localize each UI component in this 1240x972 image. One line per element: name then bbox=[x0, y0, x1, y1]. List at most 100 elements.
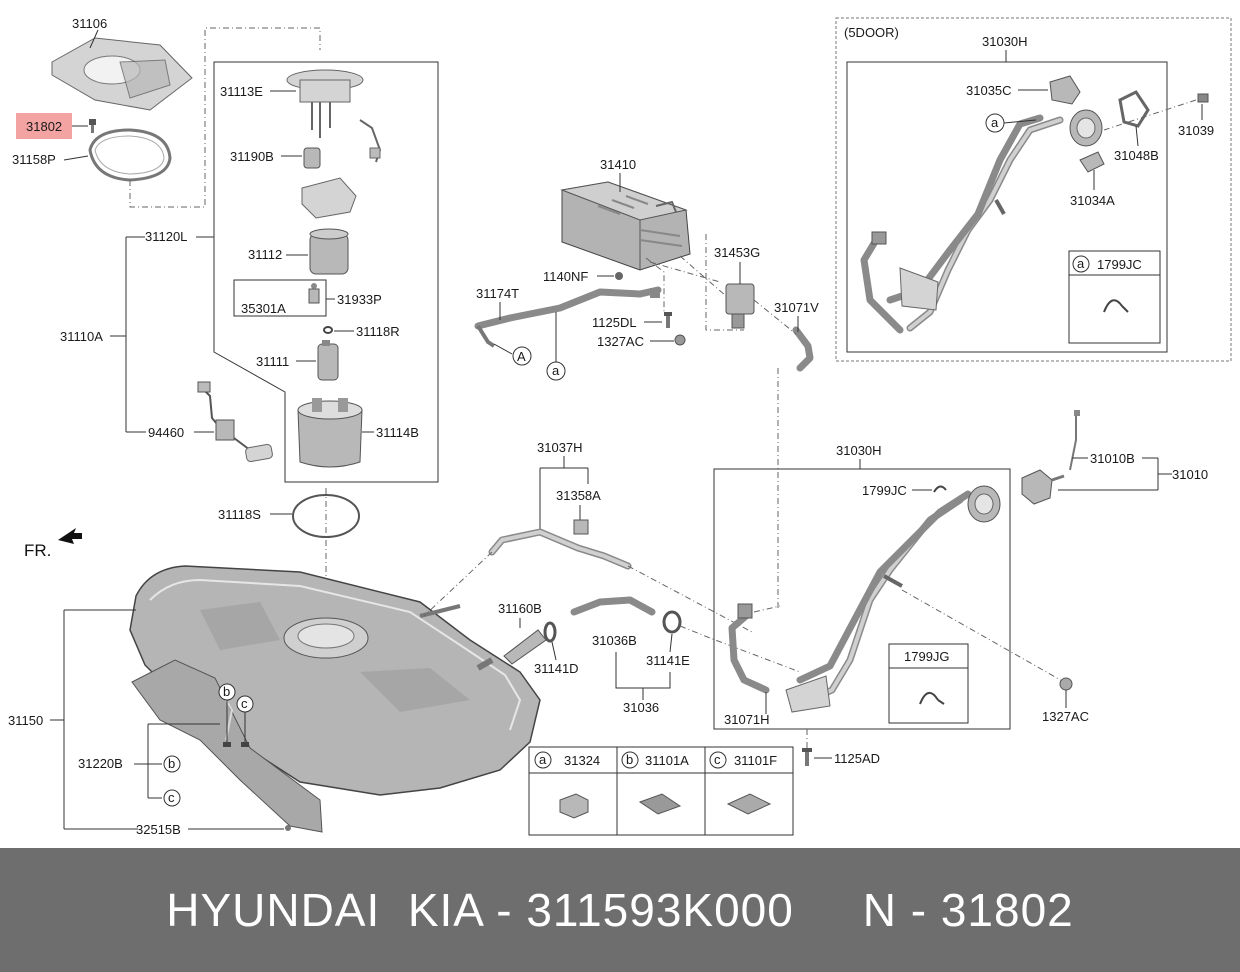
label-31453G: 31453G bbox=[714, 245, 760, 260]
callout-c-left bbox=[163, 789, 181, 807]
label-31048B: 31048B bbox=[1114, 148, 1159, 163]
part-hose-31036B bbox=[570, 596, 656, 616]
part-reservoir-cap bbox=[301, 177, 357, 219]
part-pump-motor-31111 bbox=[317, 340, 339, 381]
filler-neck-box bbox=[713, 468, 1011, 730]
label-1799JC-5door: 1799JC bbox=[1097, 257, 1142, 272]
callout-a-pipe bbox=[546, 361, 566, 381]
legend-callout-c-text: c bbox=[714, 752, 721, 767]
legend-part-31324 bbox=[559, 793, 589, 819]
label-31174T: 31174T bbox=[476, 286, 519, 301]
callout-c-left-text: c bbox=[168, 790, 175, 805]
callout-b-tank-text: b bbox=[223, 684, 230, 699]
box-1799JG bbox=[888, 643, 969, 724]
part-filler-door-31010 bbox=[1021, 410, 1080, 505]
legend-code-b: 31101A bbox=[645, 753, 689, 768]
part-reservoir-31114B bbox=[297, 398, 363, 468]
label-31071H: 31071H bbox=[724, 712, 770, 727]
part-bolt-31802 bbox=[89, 119, 96, 133]
label-31118R: 31118R bbox=[356, 324, 400, 339]
label-31141D: 31141D bbox=[534, 661, 579, 676]
highlight-31802 bbox=[16, 113, 72, 139]
legend-table bbox=[528, 746, 794, 836]
part-hose-31071H bbox=[728, 603, 770, 694]
group-box-35301A bbox=[233, 279, 327, 317]
label-5door: (5DOOR) bbox=[844, 25, 899, 40]
label-31034A: 31034A bbox=[1070, 193, 1115, 208]
label-31114B: 31114B bbox=[376, 425, 419, 440]
legend-code-a: 31324 bbox=[564, 753, 600, 768]
label-31220B: 31220B bbox=[78, 756, 123, 771]
part-nut-1140NF bbox=[615, 272, 623, 280]
label-31150: 31150 bbox=[8, 713, 43, 728]
label-1125AD: 1125AD bbox=[834, 751, 880, 766]
legend-callout-a-text: a bbox=[539, 752, 547, 767]
label-1140NF: 1140NF bbox=[543, 269, 588, 284]
label-31802: 31802 bbox=[26, 119, 62, 134]
five-door-box bbox=[835, 17, 1232, 362]
label-31030H-5door: 31030H bbox=[982, 34, 1028, 49]
part-clip-1327AC-top bbox=[674, 334, 686, 346]
part-pipe-31174T bbox=[474, 286, 662, 348]
part-clamp-31141D bbox=[543, 621, 557, 643]
label-31358A: 31358A bbox=[556, 488, 601, 503]
part-seal-ring-31158P bbox=[88, 128, 172, 182]
part-fuel-filter-31112 bbox=[309, 228, 349, 275]
legend-callout-c bbox=[709, 751, 727, 769]
label-94460: 94460 bbox=[148, 425, 184, 440]
label-31113E: 31113E bbox=[220, 84, 263, 99]
part-clip-31034A bbox=[1079, 151, 1105, 173]
label-31118S: 31118S bbox=[218, 507, 261, 522]
legend-callout-a bbox=[534, 751, 552, 769]
label-31933P: 31933P bbox=[337, 292, 382, 307]
legend-part-31101F bbox=[726, 793, 772, 815]
part-filler-neck-5door bbox=[860, 109, 1103, 334]
parts-diagram: 31106 31802 31158P 31113E 31190B 31120L … bbox=[8, 16, 1232, 837]
part-canister-31410 bbox=[560, 181, 691, 271]
label-31036B: 31036B bbox=[592, 633, 637, 648]
label-31112: 31112 bbox=[248, 247, 282, 262]
label-31141E: 31141E bbox=[646, 653, 690, 668]
label-31010: 31010 bbox=[1172, 467, 1208, 482]
part-hose-31071V bbox=[792, 326, 814, 372]
callout-c-tank-text: c bbox=[241, 696, 248, 711]
callout-b-left bbox=[163, 755, 181, 773]
part-clip-1327AC-right bbox=[1059, 677, 1073, 691]
label-31039: 31039 bbox=[1178, 123, 1214, 138]
part-filler-neck-main bbox=[785, 485, 1001, 713]
part-tank-cover bbox=[51, 37, 193, 111]
part-gasket-31048B bbox=[1118, 90, 1150, 128]
label-32515B: 32515B bbox=[136, 822, 181, 837]
callout-A-text: A bbox=[517, 349, 526, 364]
label-31036: 31036 bbox=[623, 700, 659, 715]
label-31030H-main: 31030H bbox=[836, 443, 882, 458]
label-31160B: 31160B bbox=[498, 601, 542, 616]
callout-b-left-text: b bbox=[168, 756, 175, 771]
callout-a-1799JC bbox=[1072, 255, 1090, 273]
footer-bar: HYUNDAI KIA - 311593K000 N - 31802 bbox=[0, 848, 1240, 972]
part-sender-94460 bbox=[197, 381, 273, 463]
callout-A bbox=[512, 346, 532, 366]
part-bolt-1125AD bbox=[802, 748, 812, 766]
part-31190B bbox=[303, 147, 321, 169]
label-31110A: 31110A bbox=[60, 329, 103, 344]
label-35301A: 35301A bbox=[241, 301, 286, 316]
diagram-svg: 31106 31802 31158P 31113E 31190B 31120L … bbox=[8, 16, 1232, 837]
part-clamp-31358A bbox=[573, 519, 589, 535]
callout-a-5door-text: a bbox=[991, 115, 999, 130]
callout-a-1799JC-text: a bbox=[1077, 256, 1085, 271]
part-valve-31453G bbox=[725, 283, 755, 329]
label-31106: 31106 bbox=[72, 16, 107, 31]
label-31120L: 31120L bbox=[145, 229, 187, 244]
label-31111: 31111 bbox=[256, 354, 289, 369]
part-clamp-31141E bbox=[662, 610, 682, 634]
label-1327AC-right: 1327AC bbox=[1042, 709, 1089, 724]
part-screw-31039 bbox=[1197, 93, 1209, 103]
five-door-filler-box bbox=[846, 61, 1168, 353]
part-hose-31037H bbox=[488, 528, 632, 570]
label-1799JC-main: 1799JC bbox=[862, 483, 907, 498]
label-31010B: 31010B bbox=[1090, 451, 1135, 466]
legend-code-c: 31101F bbox=[734, 753, 777, 768]
label-31158P: 31158P bbox=[12, 152, 56, 167]
label-1799JG: 1799JG bbox=[904, 649, 950, 664]
